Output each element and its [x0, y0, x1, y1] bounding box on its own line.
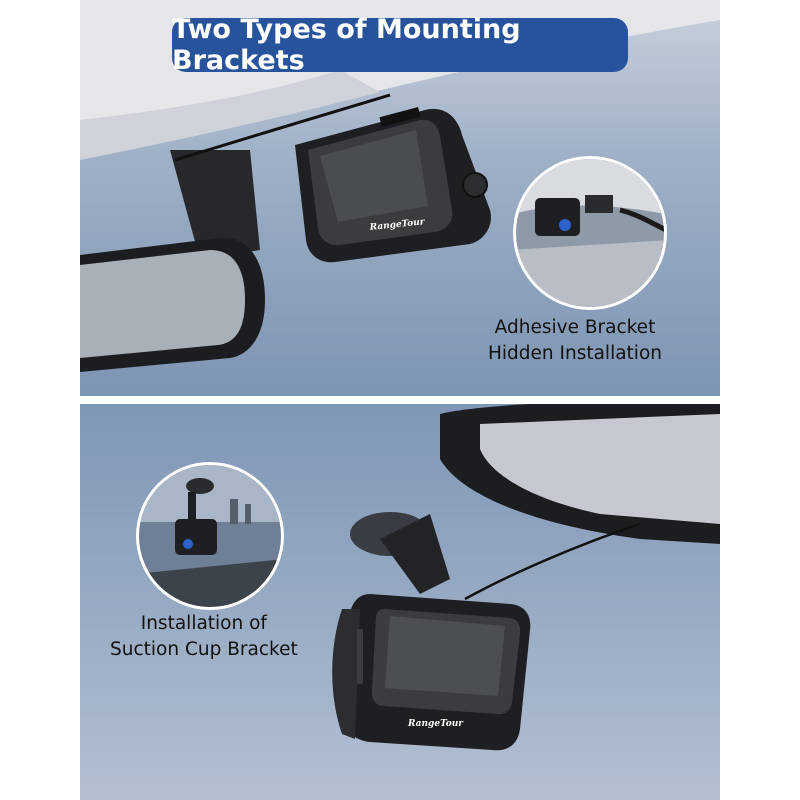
suction-caption-line1: Installation of	[140, 613, 267, 634]
adhesive-scene: RangeTour	[80, 0, 720, 372]
adhesive-caption: Adhesive Bracket Hidden Installation	[488, 315, 662, 367]
suction-arm	[380, 514, 450, 594]
suction-inset	[136, 462, 284, 610]
dash-cam-suction	[332, 594, 531, 751]
power-cable-bottom	[464, 522, 641, 601]
suction-scene: RangeTour	[136, 404, 720, 751]
adhesive-caption-line2: Hidden Installation	[488, 343, 662, 364]
sun-visor	[80, 70, 380, 160]
mirror-mount	[170, 150, 260, 260]
suction-caption-line2: Suction Cup Bracket	[110, 639, 298, 660]
mirror-glass-bottom	[480, 414, 720, 524]
dash-cam-adhesive	[295, 106, 491, 263]
adhesive-caption-line1: Adhesive Bracket	[494, 317, 656, 338]
suction-caption: Installation of Suction Cup Bracket	[110, 611, 298, 663]
cam-brand-bottom: RangeTour	[407, 719, 464, 729]
power-cable	[174, 93, 391, 162]
mirror-glass	[80, 250, 245, 358]
adhesive-inset	[513, 156, 667, 310]
suction-cup-photo: RangeTour Installation of Suction Cup Br…	[80, 404, 720, 800]
page-title: Two Types of Mounting Brackets	[172, 14, 628, 76]
